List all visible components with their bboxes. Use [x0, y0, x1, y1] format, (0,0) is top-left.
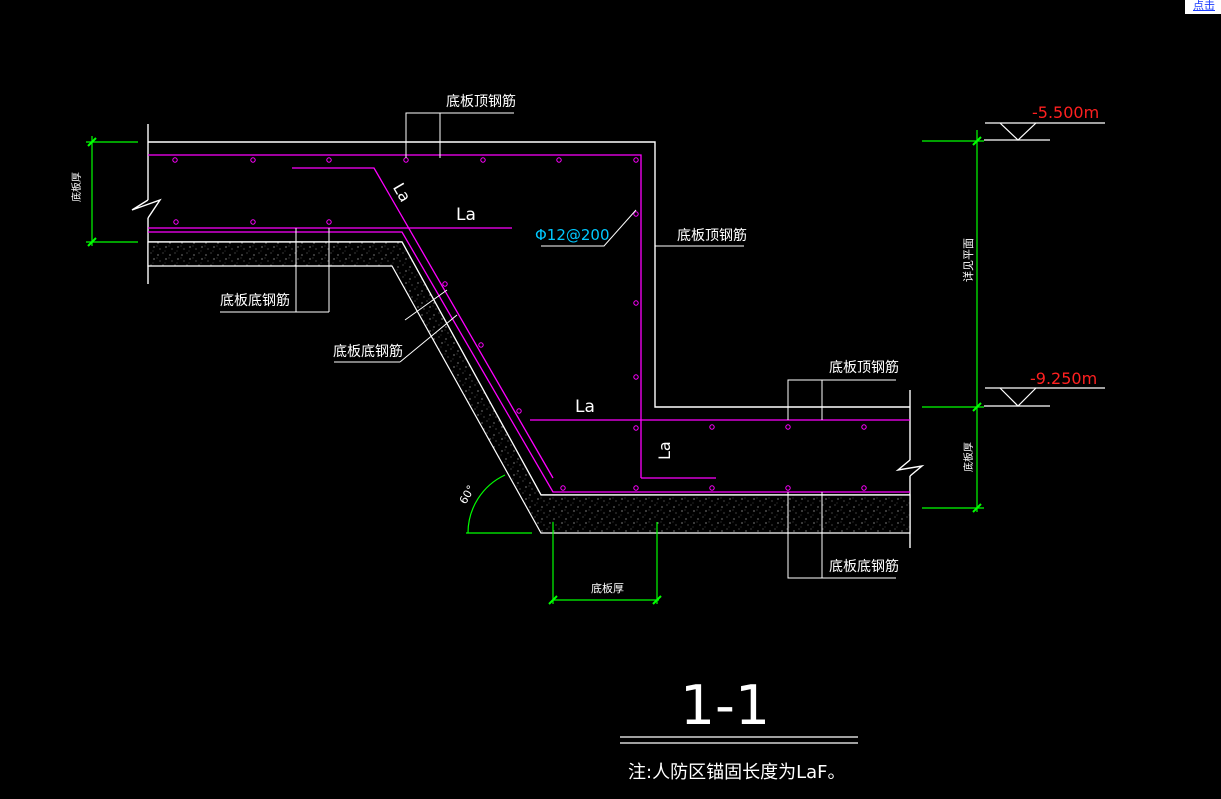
label-thickness-right: 底板厚	[962, 442, 975, 472]
rebar-dot	[709, 485, 715, 491]
label-thickness-bottom: 底板厚	[591, 581, 624, 595]
label-elev-bottom: -9.250m	[1030, 369, 1097, 388]
rebar-dot	[556, 157, 562, 163]
corner-link[interactable]: 点击	[1185, 0, 1221, 14]
rebar-dot	[633, 211, 639, 217]
label-rebar-spec: Φ12@200	[535, 226, 610, 244]
rebar-dot	[478, 342, 484, 348]
label-top-bar-3: 底板顶钢筋	[829, 359, 899, 376]
section-title: 1-1	[680, 674, 770, 737]
cushion-layer	[147, 241, 911, 534]
label-elev-top: -5.500m	[1032, 103, 1099, 122]
rebar-dot	[326, 157, 332, 163]
rebar-dot	[480, 157, 486, 163]
elevation-markers	[984, 122, 1105, 407]
label-la-2: La	[575, 397, 595, 417]
rebar-dot	[442, 281, 448, 287]
rebar-dot	[785, 485, 791, 491]
rebar-dot	[516, 408, 522, 414]
note-text: 注:人防区锚固长度为LaF。	[628, 762, 845, 783]
rebar-dot	[560, 485, 566, 491]
rebar-dot	[633, 485, 639, 491]
label-la-1: La	[456, 205, 476, 225]
rebar-dot	[709, 424, 715, 430]
dimension-lines	[86, 130, 984, 604]
label-bottom-bar-1: 底板底钢筋	[220, 292, 290, 309]
rebar-dot	[172, 157, 178, 163]
rebar-dot	[403, 157, 409, 163]
rebar-dots	[172, 157, 867, 491]
label-la-4: La	[655, 441, 674, 460]
rebars	[148, 154, 910, 493]
rebar-dot	[250, 219, 256, 225]
rebar-dot	[861, 424, 867, 430]
label-angle: 60°	[457, 483, 478, 506]
rebar-dot	[633, 157, 639, 163]
label-height-diff: 详见平面	[961, 238, 975, 282]
label-top-bar-1: 底板顶钢筋	[446, 93, 516, 110]
label-bottom-bar-3: 底板底钢筋	[829, 558, 899, 575]
rebar-dot	[785, 424, 791, 430]
rebar-dot	[633, 425, 639, 431]
rebar-dot	[633, 374, 639, 380]
label-thickness-left: 底板厚	[70, 172, 83, 202]
rebar-dot	[250, 157, 256, 163]
label-top-bar-2: 底板顶钢筋	[677, 227, 747, 244]
title-underline	[620, 736, 858, 744]
rebar-dot	[326, 219, 332, 225]
dimension-ticks	[87, 136, 982, 605]
leader-lines	[220, 112, 896, 579]
rebar-dot	[173, 219, 179, 225]
label-bottom-bar-2: 底板底钢筋	[333, 343, 403, 360]
rebar-dot	[633, 300, 639, 306]
rebar-dot	[861, 485, 867, 491]
